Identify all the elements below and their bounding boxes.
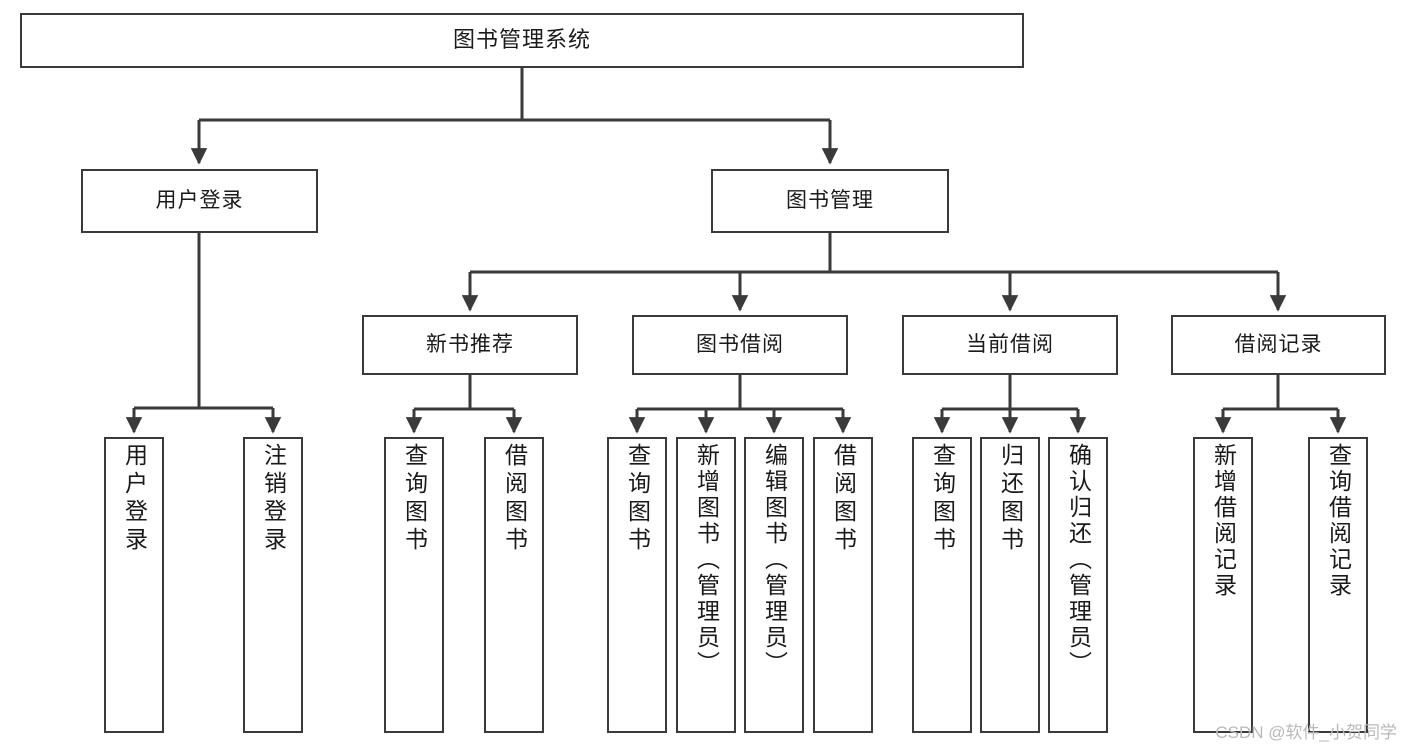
node-label: 确认归还（管理员） bbox=[1065, 443, 1092, 677]
node-leaf-query-borrow-record[interactable]: 查询借阅记录 bbox=[1308, 437, 1368, 733]
node-leaf-add-book-admin[interactable]: 新增图书（管理员） bbox=[676, 437, 736, 733]
node-label: 用户登录 bbox=[121, 443, 148, 555]
node-leaf-return-books[interactable]: 归还图书 bbox=[980, 437, 1040, 733]
node-label: 图书管理 bbox=[786, 189, 874, 213]
node-label: 当前借阅 bbox=[966, 333, 1054, 357]
node-label: 注销登录 bbox=[260, 443, 287, 555]
node-book-borrow[interactable]: 图书借阅 bbox=[632, 315, 848, 375]
node-leaf-query-books-current[interactable]: 查询图书 bbox=[912, 437, 972, 733]
node-leaf-query-books-newbook[interactable]: 查询图书 bbox=[384, 437, 444, 733]
node-label: 新增图书（管理员） bbox=[693, 443, 720, 677]
node-leaf-borrow-books-borrow[interactable]: 借阅图书 bbox=[813, 437, 873, 733]
node-label: 查询图书 bbox=[624, 443, 651, 555]
node-leaf-edit-book-admin[interactable]: 编辑图书（管理员） bbox=[744, 437, 804, 733]
node-label: 用户登录 bbox=[155, 189, 244, 213]
node-label: 新增借阅记录 bbox=[1210, 443, 1237, 599]
node-label: 查询借阅记录 bbox=[1325, 443, 1352, 599]
node-label: 借阅图书 bbox=[830, 443, 857, 555]
node-root-book-management-system[interactable]: 图书管理系统 bbox=[20, 13, 1024, 68]
node-leaf-query-books-borrow[interactable]: 查询图书 bbox=[607, 437, 667, 733]
node-label: 图书借阅 bbox=[696, 333, 784, 357]
watermark: CSDN @软件_小贺同学 bbox=[1215, 723, 1397, 742]
node-label: 查询图书 bbox=[929, 443, 956, 555]
node-label: 归还图书 bbox=[997, 443, 1024, 555]
node-leaf-logout-login[interactable]: 注销登录 bbox=[243, 437, 303, 733]
node-borrow-record[interactable]: 借阅记录 bbox=[1171, 315, 1386, 375]
node-label: 查询图书 bbox=[401, 443, 428, 555]
node-current-borrow[interactable]: 当前借阅 bbox=[902, 315, 1118, 375]
node-book-management[interactable]: 图书管理 bbox=[711, 169, 949, 233]
node-new-book-recommendation[interactable]: 新书推荐 bbox=[362, 315, 578, 375]
node-label: 新书推荐 bbox=[426, 333, 514, 357]
node-leaf-confirm-return-admin[interactable]: 确认归还（管理员） bbox=[1048, 437, 1108, 733]
node-user-login[interactable]: 用户登录 bbox=[81, 169, 318, 233]
node-label: 图书管理系统 bbox=[452, 27, 591, 53]
node-leaf-add-borrow-record[interactable]: 新增借阅记录 bbox=[1193, 437, 1253, 733]
node-leaf-user-login[interactable]: 用户登录 bbox=[104, 437, 164, 733]
node-label: 借阅记录 bbox=[1234, 333, 1323, 357]
node-label: 借阅图书 bbox=[501, 443, 528, 555]
node-leaf-borrow-books-newbook[interactable]: 借阅图书 bbox=[484, 437, 544, 733]
node-label: 编辑图书（管理员） bbox=[761, 443, 788, 677]
